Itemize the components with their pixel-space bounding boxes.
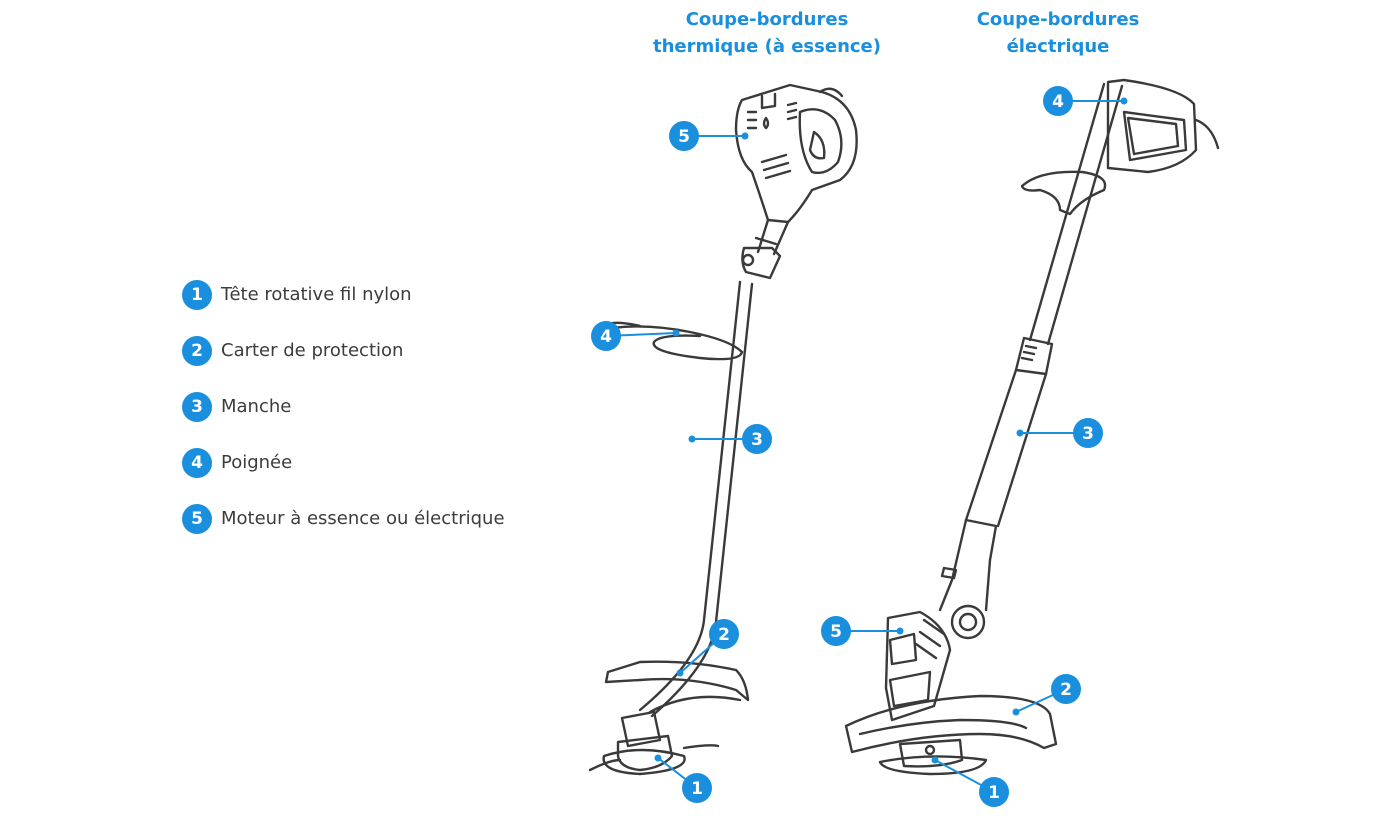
title-electrique-trimmer: Coupe-bordures électrique xyxy=(940,6,1176,60)
title-thermique-trimmer: Coupe-bordures thermique (à essence) xyxy=(626,6,908,60)
legend-badge: 2 xyxy=(182,336,212,366)
legend-badge: 4 xyxy=(182,448,212,478)
callout-number: 5 xyxy=(678,127,690,147)
callout-thermique-handle: 4 xyxy=(591,321,621,351)
callout-electrique-handle: 4 xyxy=(1043,86,1073,116)
callout-number: 1 xyxy=(691,779,703,799)
legend-item-1: 1 Tête rotative fil nylon xyxy=(182,280,505,336)
legend-item-2: 2 Carter de protection xyxy=(182,336,505,392)
legend-badge: 3 xyxy=(182,392,212,422)
callout-number: 5 xyxy=(830,622,842,642)
callout-electrique-shaft: 3 xyxy=(1073,418,1103,448)
legend-label: Moteur à essence ou électrique xyxy=(221,508,505,529)
callout-number: 4 xyxy=(1052,92,1064,112)
title-thermique-line-1: Coupe-bordures xyxy=(685,9,849,30)
legend-label: Manche xyxy=(221,396,292,417)
legend-item-3: 3 Manche xyxy=(182,392,505,448)
callout-thermique-head: 1 xyxy=(682,773,712,803)
callout-electrique-guard: 2 xyxy=(1051,674,1081,704)
callout-number: 3 xyxy=(1082,424,1094,444)
callout-thermique-shaft: 3 xyxy=(742,424,772,454)
callout-number: 1 xyxy=(988,783,1000,803)
electric-trimmer-illustration xyxy=(844,78,1220,776)
legend-label: Poignée xyxy=(221,452,293,473)
legend-label: Carter de protection xyxy=(221,340,404,361)
legend-label: Tête rotative fil nylon xyxy=(221,284,412,305)
legend-item-4: 4 Poignée xyxy=(182,448,505,504)
callout-number: 2 xyxy=(718,625,730,645)
title-electrique-line-1: Coupe-bordures xyxy=(976,9,1140,30)
title-electrique-line-2: électrique xyxy=(1006,36,1110,57)
legend-item-5: 5 Moteur à essence ou électrique xyxy=(182,504,505,560)
callout-number: 3 xyxy=(751,430,763,450)
callout-electrique-head: 1 xyxy=(979,777,1009,807)
legend: 1 Tête rotative fil nylon 2 Carter de pr… xyxy=(182,280,505,560)
callout-electrique-motor: 5 xyxy=(821,616,851,646)
callout-number: 2 xyxy=(1060,680,1072,700)
callout-thermique-engine: 5 xyxy=(669,121,699,151)
title-thermique-line-2: thermique (à essence) xyxy=(652,36,881,57)
petrol-trimmer-illustration xyxy=(588,83,858,776)
callout-number: 4 xyxy=(600,327,612,347)
legend-badge: 1 xyxy=(182,280,212,310)
callout-thermique-guard: 2 xyxy=(709,619,739,649)
legend-badge: 5 xyxy=(182,504,212,534)
